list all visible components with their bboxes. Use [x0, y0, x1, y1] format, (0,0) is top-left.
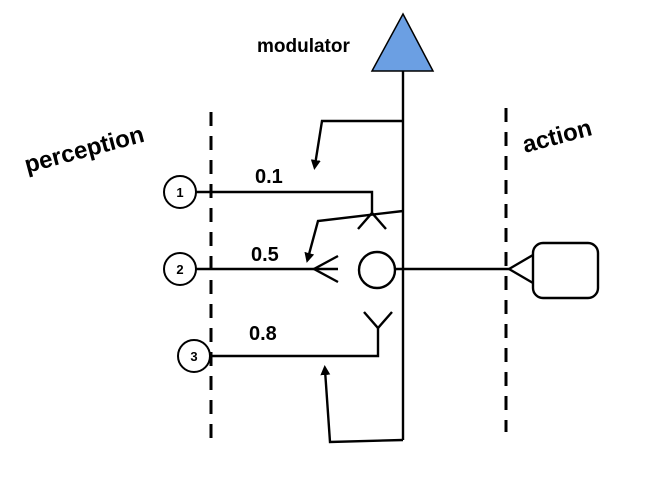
modulator-triangle [370, 12, 435, 72]
weight-label-1: 0.1 [255, 166, 283, 188]
modulatory-arrow-2 [304, 209, 404, 263]
neuron-soma [357, 250, 397, 290]
modulator-label: modulator [257, 36, 350, 57]
input-node-2-label: 2 [176, 262, 183, 277]
weight-label-3: 0.8 [249, 323, 277, 345]
synapse-1 [357, 211, 387, 230]
input-node-3-label: 3 [190, 349, 197, 364]
input-wire-3 [210, 328, 380, 358]
modulatory-arrow-3 [320, 365, 404, 444]
perception-label: perception [22, 121, 147, 179]
output-synapse [506, 253, 534, 285]
input-wire-1 [196, 190, 374, 213]
weight-label-2: 0.5 [251, 244, 279, 266]
action-label: action [520, 114, 595, 158]
synapse-3 [363, 311, 393, 330]
input-node-1-label: 1 [176, 185, 183, 200]
actuator-box [531, 241, 600, 300]
modulatory-arrow-1 [310, 119, 403, 170]
synapse-2 [311, 254, 339, 284]
